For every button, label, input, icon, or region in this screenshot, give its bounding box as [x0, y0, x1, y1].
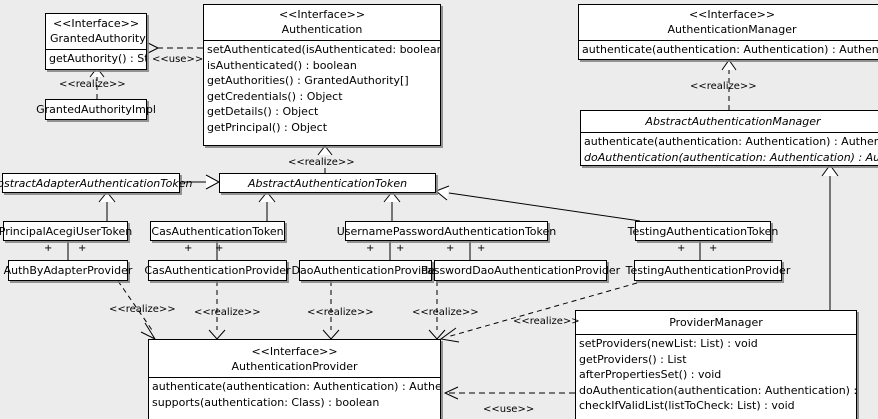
- class-name-label: AbstractAuthenticationManager: [645, 115, 821, 128]
- class-name-label: AuthenticationProvider: [231, 360, 358, 373]
- class-abstract-authentication-manager[interactable]: AbstractAuthenticationManager authentica…: [580, 110, 878, 166]
- multiplicity-plus: +: [677, 243, 686, 254]
- class-authentication-provider[interactable]: <<Interface>> AuthenticationProvider aut…: [148, 339, 441, 419]
- class-name-label: PasswordDaoAuthenticationProvider: [420, 264, 621, 277]
- multiplicity-plus: +: [184, 243, 193, 254]
- class-provider-manager[interactable]: ProviderManager setProviders(newList: Li…: [575, 310, 857, 419]
- edge-generalization-principalacegiusertoken-abstractadapter: [98, 191, 116, 221]
- edge-label-realize-daoauthenticationprovider: <<realize>>: [307, 307, 374, 318]
- operation-row: authenticate(authentication: Authenticat…: [582, 43, 878, 56]
- operation-row: checkIfValidList(listToCheck: List) : vo…: [579, 399, 795, 412]
- class-granted-authority[interactable]: <<Interface>> GrantedAuthority getAuthor…: [45, 13, 147, 70]
- operations-compartment: authenticate(authentication: Authenticat…: [579, 40, 878, 59]
- class-name-label: GrantedAuthority: [50, 32, 146, 45]
- operations-compartment: setAuthenticated(isAuthenticated: boolea…: [204, 40, 440, 136]
- operation-row: doAuthentication(authentication: Authent…: [584, 150, 878, 164]
- multiplicity-plus: +: [396, 243, 405, 254]
- operation-row: supports(authentication: Class) : boolea…: [152, 395, 380, 409]
- operation-row: getAuthority() : String: [49, 52, 146, 65]
- class-cas-authentication-provider[interactable]: CasAuthenticationProvider: [144, 260, 291, 281]
- operations-compartment: setProviders(newList: List) : void getPr…: [576, 334, 856, 415]
- class-header: <<Interface>> AuthenticationProvider: [149, 340, 440, 377]
- operation-row: isAuthenticated() : boolean: [207, 58, 357, 72]
- operations-compartment: authenticate(authentication: Authenticat…: [581, 132, 878, 166]
- edge-label-use-authentication-grantedauthority: <<use>>: [152, 54, 204, 65]
- class-password-dao-authentication-provider[interactable]: PasswordDaoAuthenticationProvider: [421, 260, 620, 281]
- operation-row: setProviders(newList: List) : void: [579, 337, 758, 350]
- class-name-label: ProviderManager: [669, 316, 763, 329]
- edge-generalization-testingauthenticationtoken-abstractauthenticationtoken: [435, 185, 641, 222]
- edge-label-realize-grantedauthorityimpl: <<realize>>: [59, 79, 126, 90]
- operation-row: setAuthenticated(isAuthenticated: boolea…: [207, 43, 440, 56]
- class-name-label: UsernamePasswordAuthenticationToken: [336, 224, 557, 238]
- operation-row: getPrincipal() : Object: [207, 120, 328, 134]
- class-name-label: AbstractAdapterAuthenticationToken: [0, 176, 193, 190]
- edge-label-realize-abstractauthenticationtoken: <<realize>>: [288, 157, 355, 168]
- class-name-label: GrantedAuthorityImpl: [36, 103, 156, 116]
- class-dao-authentication-provider[interactable]: DaoAuthenticationProvider: [292, 260, 440, 281]
- operation-row: afterPropertiesSet() : void: [579, 368, 722, 381]
- edge-generalization-providermanager-abstractauthenticationmanager: [821, 164, 839, 310]
- class-granted-authority-impl[interactable]: GrantedAuthorityImpl: [36, 99, 156, 120]
- class-name-label: CasAuthenticationProvider: [144, 264, 291, 277]
- multiplicity-plus: +: [78, 243, 87, 254]
- class-principal-acegi-user-token[interactable]: PrincipalAcegiUserToken: [0, 221, 132, 241]
- operations-compartment: authenticate(authentication: Authenticat…: [149, 377, 440, 411]
- operation-row: getAuthorities() : GrantedAuthority[]: [207, 74, 409, 87]
- class-testing-authentication-token[interactable]: TestingAuthenticationToken: [628, 221, 778, 241]
- edge-generalization-usernamepasswordtoken-abstractauthenticationtoken: [383, 191, 401, 221]
- class-abstract-adapter-authentication-token[interactable]: AbstractAdapterAuthenticationToken: [0, 173, 192, 193]
- class-header: AbstractAuthenticationManager: [581, 111, 878, 132]
- edge-label-realize-testingauthenticationprovider: <<realize>>: [513, 316, 580, 327]
- multiplicity-plus: +: [709, 243, 718, 254]
- multiplicity-plus: +: [477, 243, 486, 254]
- class-auth-by-adapter-provider[interactable]: AuthByAdapterProvider: [4, 260, 132, 281]
- class-authentication[interactable]: <<Interface>> Authentication setAuthenti…: [203, 4, 441, 146]
- operation-row: getDetails() : Object: [207, 105, 319, 118]
- multiplicity-plus: +: [44, 243, 53, 254]
- class-authentication-manager[interactable]: <<Interface>> AuthenticationManager auth…: [578, 4, 878, 60]
- class-name-label: TestingAuthenticationProvider: [625, 264, 791, 277]
- class-testing-authentication-provider[interactable]: TestingAuthenticationProvider: [626, 260, 790, 281]
- multiplicity-plus: +: [446, 243, 455, 254]
- class-header: ProviderManager: [576, 311, 856, 334]
- stereotype-label: <<Interface>>: [688, 8, 776, 21]
- edge-label-use-providermanager-authenticationprovider: <<use>>: [483, 404, 535, 415]
- operations-compartment: getAuthority() : String: [46, 49, 146, 68]
- multiplicity-plus: +: [366, 243, 375, 254]
- class-header: <<Interface>> GrantedAuthority: [46, 14, 146, 49]
- class-name-label: DaoAuthenticationProvider: [291, 264, 440, 277]
- class-header: <<Interface>> AuthenticationManager: [579, 5, 878, 40]
- class-cas-authentication-token[interactable]: CasAuthenticationToken: [150, 221, 285, 241]
- class-name-label: Authentication: [281, 23, 363, 36]
- edge-label-realize-casauthenticationprovider: <<realize>>: [194, 307, 261, 318]
- operation-row: getCredentials() : Object: [207, 89, 343, 103]
- class-abstract-authentication-token[interactable]: AbstractAuthenticationToken: [219, 173, 436, 193]
- operation-row: getProviders() : List: [579, 352, 687, 366]
- edge-generalization-casauthenticationtoken-abstractauthenticationtoken: [258, 191, 276, 221]
- multiplicity-plus: +: [215, 243, 224, 254]
- edge-use-authentication-grantedauthority: [147, 42, 203, 54]
- operation-row: doAuthentication(authentication: Authent…: [579, 383, 856, 397]
- class-name-label: CasAuthenticationToken: [151, 224, 284, 238]
- class-name-label: TestingAuthenticationToken: [627, 224, 779, 238]
- stereotype-label: <<Interface>>: [52, 17, 140, 30]
- edge-label-realize-abstractauthenticationmanager: <<realize>>: [690, 81, 757, 92]
- edge-label-realize-passworddaoauthenticationprovider: <<realize>>: [412, 307, 479, 318]
- class-name-label: AuthByAdapterProvider: [3, 264, 133, 277]
- class-header: <<Interface>> Authentication: [204, 5, 440, 40]
- edge-label-realize-authbyadapterprovider: <<realize>>: [109, 304, 176, 315]
- operation-row: authenticate(authentication: Authenticat…: [584, 135, 878, 148]
- stereotype-label: <<Interface>>: [278, 8, 366, 21]
- class-name-label: PrincipalAcegiUserToken: [0, 224, 133, 238]
- edge-use-providermanager-authenticationprovider: [443, 386, 575, 400]
- stereotype-label: <<Interface>>: [251, 345, 338, 358]
- class-username-password-authentication-token[interactable]: UsernamePasswordAuthenticationToken: [337, 221, 556, 241]
- operation-row: authenticate(authentication: Authenticat…: [152, 380, 440, 393]
- class-name-label: AuthenticationManager: [667, 23, 797, 36]
- class-name-label: AbstractAuthenticationToken: [247, 176, 408, 190]
